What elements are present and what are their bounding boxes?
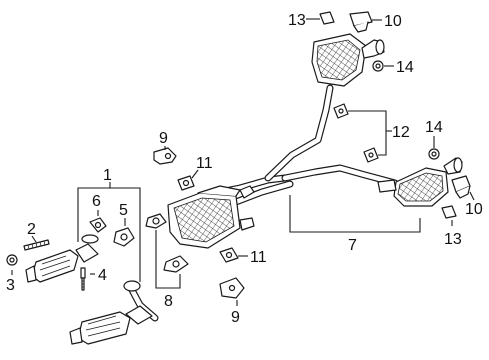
- pipe-clamp-lower: [363, 147, 379, 163]
- callout-14-right: 14: [425, 119, 443, 136]
- callout-3: 3: [6, 277, 15, 294]
- callout-13-bottom: 13: [444, 231, 462, 248]
- callout-4: 4: [98, 267, 107, 284]
- callout-10-top: 10: [384, 13, 402, 30]
- main-exhaust-pipes: [128, 84, 399, 322]
- rubber-isolator-upper: [177, 175, 195, 191]
- hanger-bracket-lower: [219, 277, 245, 299]
- callout-8: 8: [164, 293, 173, 310]
- clamp-nut-right: [428, 148, 440, 160]
- callout-5: 5: [119, 202, 128, 219]
- tailpipe-hanger-top: [349, 11, 373, 33]
- right-muffler: [377, 157, 463, 207]
- isolator: [89, 217, 107, 233]
- callout-9-lower: 9: [231, 309, 240, 326]
- callout-14-top: 14: [396, 59, 414, 76]
- callout-11-lower: 11: [250, 249, 267, 266]
- nut-bottom: [441, 205, 457, 219]
- flange-gasket-upper: [145, 213, 167, 229]
- catalytic-converter-lower: [69, 280, 153, 345]
- callout-10-right: 10: [465, 201, 483, 218]
- nut-top: [319, 11, 335, 25]
- catalytic-converter-upper: [25, 234, 99, 283]
- callout-7: 7: [348, 237, 357, 254]
- callout-13-top: 13: [288, 12, 306, 29]
- callout-labels: 1 2 3 4 5 6 7 8 9 9 10 10 11 11 12 13 13…: [6, 12, 483, 326]
- callout-11-upper: 11: [196, 155, 213, 172]
- upper-muffler: [311, 33, 385, 87]
- callout-6: 6: [92, 193, 101, 210]
- pipe-clamp-upper: [333, 103, 349, 119]
- rubber-isolator-lower: [219, 247, 239, 263]
- callout-2: 2: [27, 221, 36, 238]
- callout-9-upper: 9: [159, 130, 168, 147]
- leader-lines: [11, 18, 475, 306]
- bolt: [80, 267, 86, 291]
- clamp: [113, 227, 135, 247]
- callout-1: 1: [103, 167, 112, 184]
- callout-12: 12: [392, 124, 410, 141]
- stud-bolt: [23, 239, 50, 251]
- center-muffler: [167, 185, 255, 249]
- clamp-nut-top: [372, 60, 384, 72]
- flange-gasket-lower: [163, 255, 189, 273]
- hanger-bracket-upper: [153, 147, 177, 165]
- tailpipe-hanger-right: [451, 175, 471, 199]
- nut: [6, 254, 18, 266]
